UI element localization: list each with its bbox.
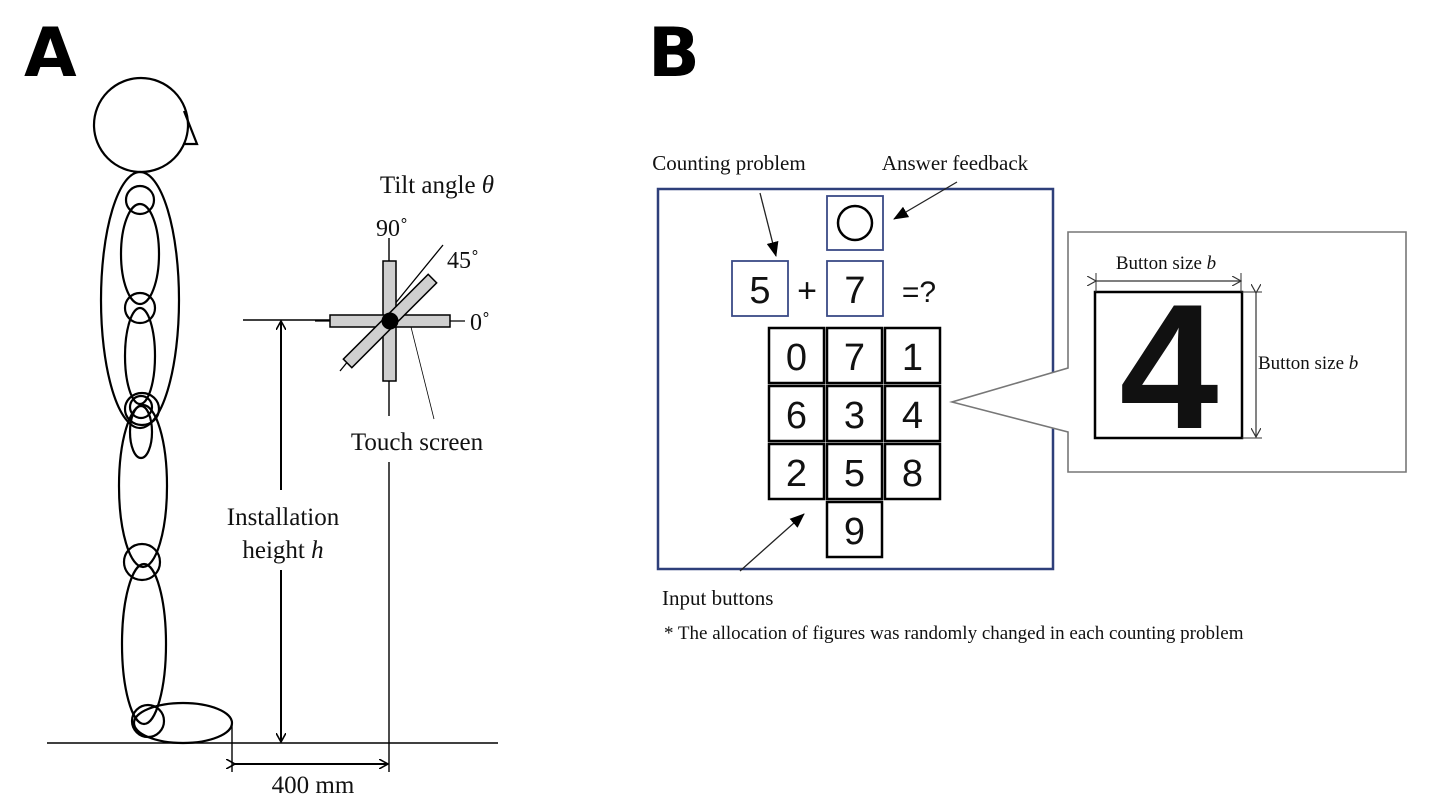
- tilt-angle-title: Tilt angle θ: [380, 172, 494, 199]
- keypad-digit: 7: [844, 337, 865, 379]
- touch-screen-leader: [410, 326, 435, 420]
- human-figure: [92, 76, 234, 745]
- keypad-button: [767, 326, 826, 385]
- keypad-digit: 3: [844, 395, 865, 437]
- keypad-digit: 2: [786, 453, 807, 495]
- touch-screen-label: Touch screen: [351, 429, 484, 456]
- head: [92, 76, 190, 174]
- operand2-box: [826, 260, 884, 317]
- keypad-button: [825, 442, 884, 501]
- hip-hand: [123, 391, 161, 427]
- tilt-device: [315, 244, 465, 420]
- equals-question: =?: [902, 276, 936, 309]
- keypad-button: [767, 384, 826, 443]
- distance-label: 400 mm: [272, 772, 355, 799]
- angle-0-label: 0˚: [470, 310, 490, 336]
- feedback-circle-icon: [836, 204, 874, 242]
- panel-b-label: B: [648, 14, 700, 93]
- installation-label-line2: height h: [242, 537, 323, 564]
- waist-joint: [123, 291, 157, 325]
- ankle-joint: [130, 703, 166, 739]
- arm-outline: [99, 170, 181, 430]
- keypad-button: [767, 442, 826, 501]
- counting-problem-label: Counting problem: [652, 151, 805, 175]
- button-size-height-label: Button size b: [1258, 353, 1358, 374]
- keypad-button: [883, 384, 942, 443]
- footnote: * The allocation of figures was randomly…: [664, 623, 1244, 644]
- thigh: [117, 403, 169, 569]
- keypad-digit: 4: [902, 395, 923, 437]
- keypad-button: [825, 326, 884, 385]
- zoomed-button: [1093, 290, 1244, 440]
- operator-plus: +: [797, 272, 817, 310]
- keypad-digit: 0: [786, 337, 807, 379]
- keypad-digit: 1: [902, 337, 923, 379]
- answer-feedback-box: [826, 195, 884, 251]
- upper-torso: [119, 202, 161, 306]
- input-buttons-arrow: [739, 513, 805, 572]
- angle-90-label: 90˚: [376, 216, 408, 242]
- operand2: 7: [844, 270, 865, 312]
- shin: [120, 562, 168, 726]
- counting-problem-arrow: [759, 192, 779, 257]
- operand1: 5: [749, 270, 770, 312]
- hand: [128, 404, 154, 460]
- panel-a-label: A: [24, 14, 77, 93]
- installation-label-line1: Installation: [227, 504, 340, 531]
- operand1-box: [731, 260, 789, 317]
- keypad-digit: 5: [844, 453, 865, 495]
- hip-joint: [128, 394, 154, 420]
- keypad-button: [825, 384, 884, 443]
- shoulder-joint: [124, 184, 156, 216]
- input-buttons-label: Input buttons: [662, 586, 773, 610]
- angle-45-label: 45˚: [447, 248, 479, 274]
- keypad-digit: 6: [786, 395, 807, 437]
- answer-feedback-label: Answer feedback: [882, 151, 1029, 175]
- lower-torso: [123, 306, 157, 406]
- pivot-point: [381, 312, 399, 330]
- keypad-button: [883, 442, 942, 501]
- keypad-digit: 9: [844, 511, 865, 553]
- knee-joint: [122, 542, 162, 582]
- answer-feedback-arrow: [893, 181, 958, 220]
- zoomed-button-digit: 4: [1120, 267, 1219, 466]
- keypad-button: [883, 326, 942, 385]
- button-size-width-label: Button size b: [1116, 253, 1216, 274]
- nose: [182, 110, 199, 146]
- keypad-digit: 8: [902, 453, 923, 495]
- keypad-button: [825, 500, 884, 559]
